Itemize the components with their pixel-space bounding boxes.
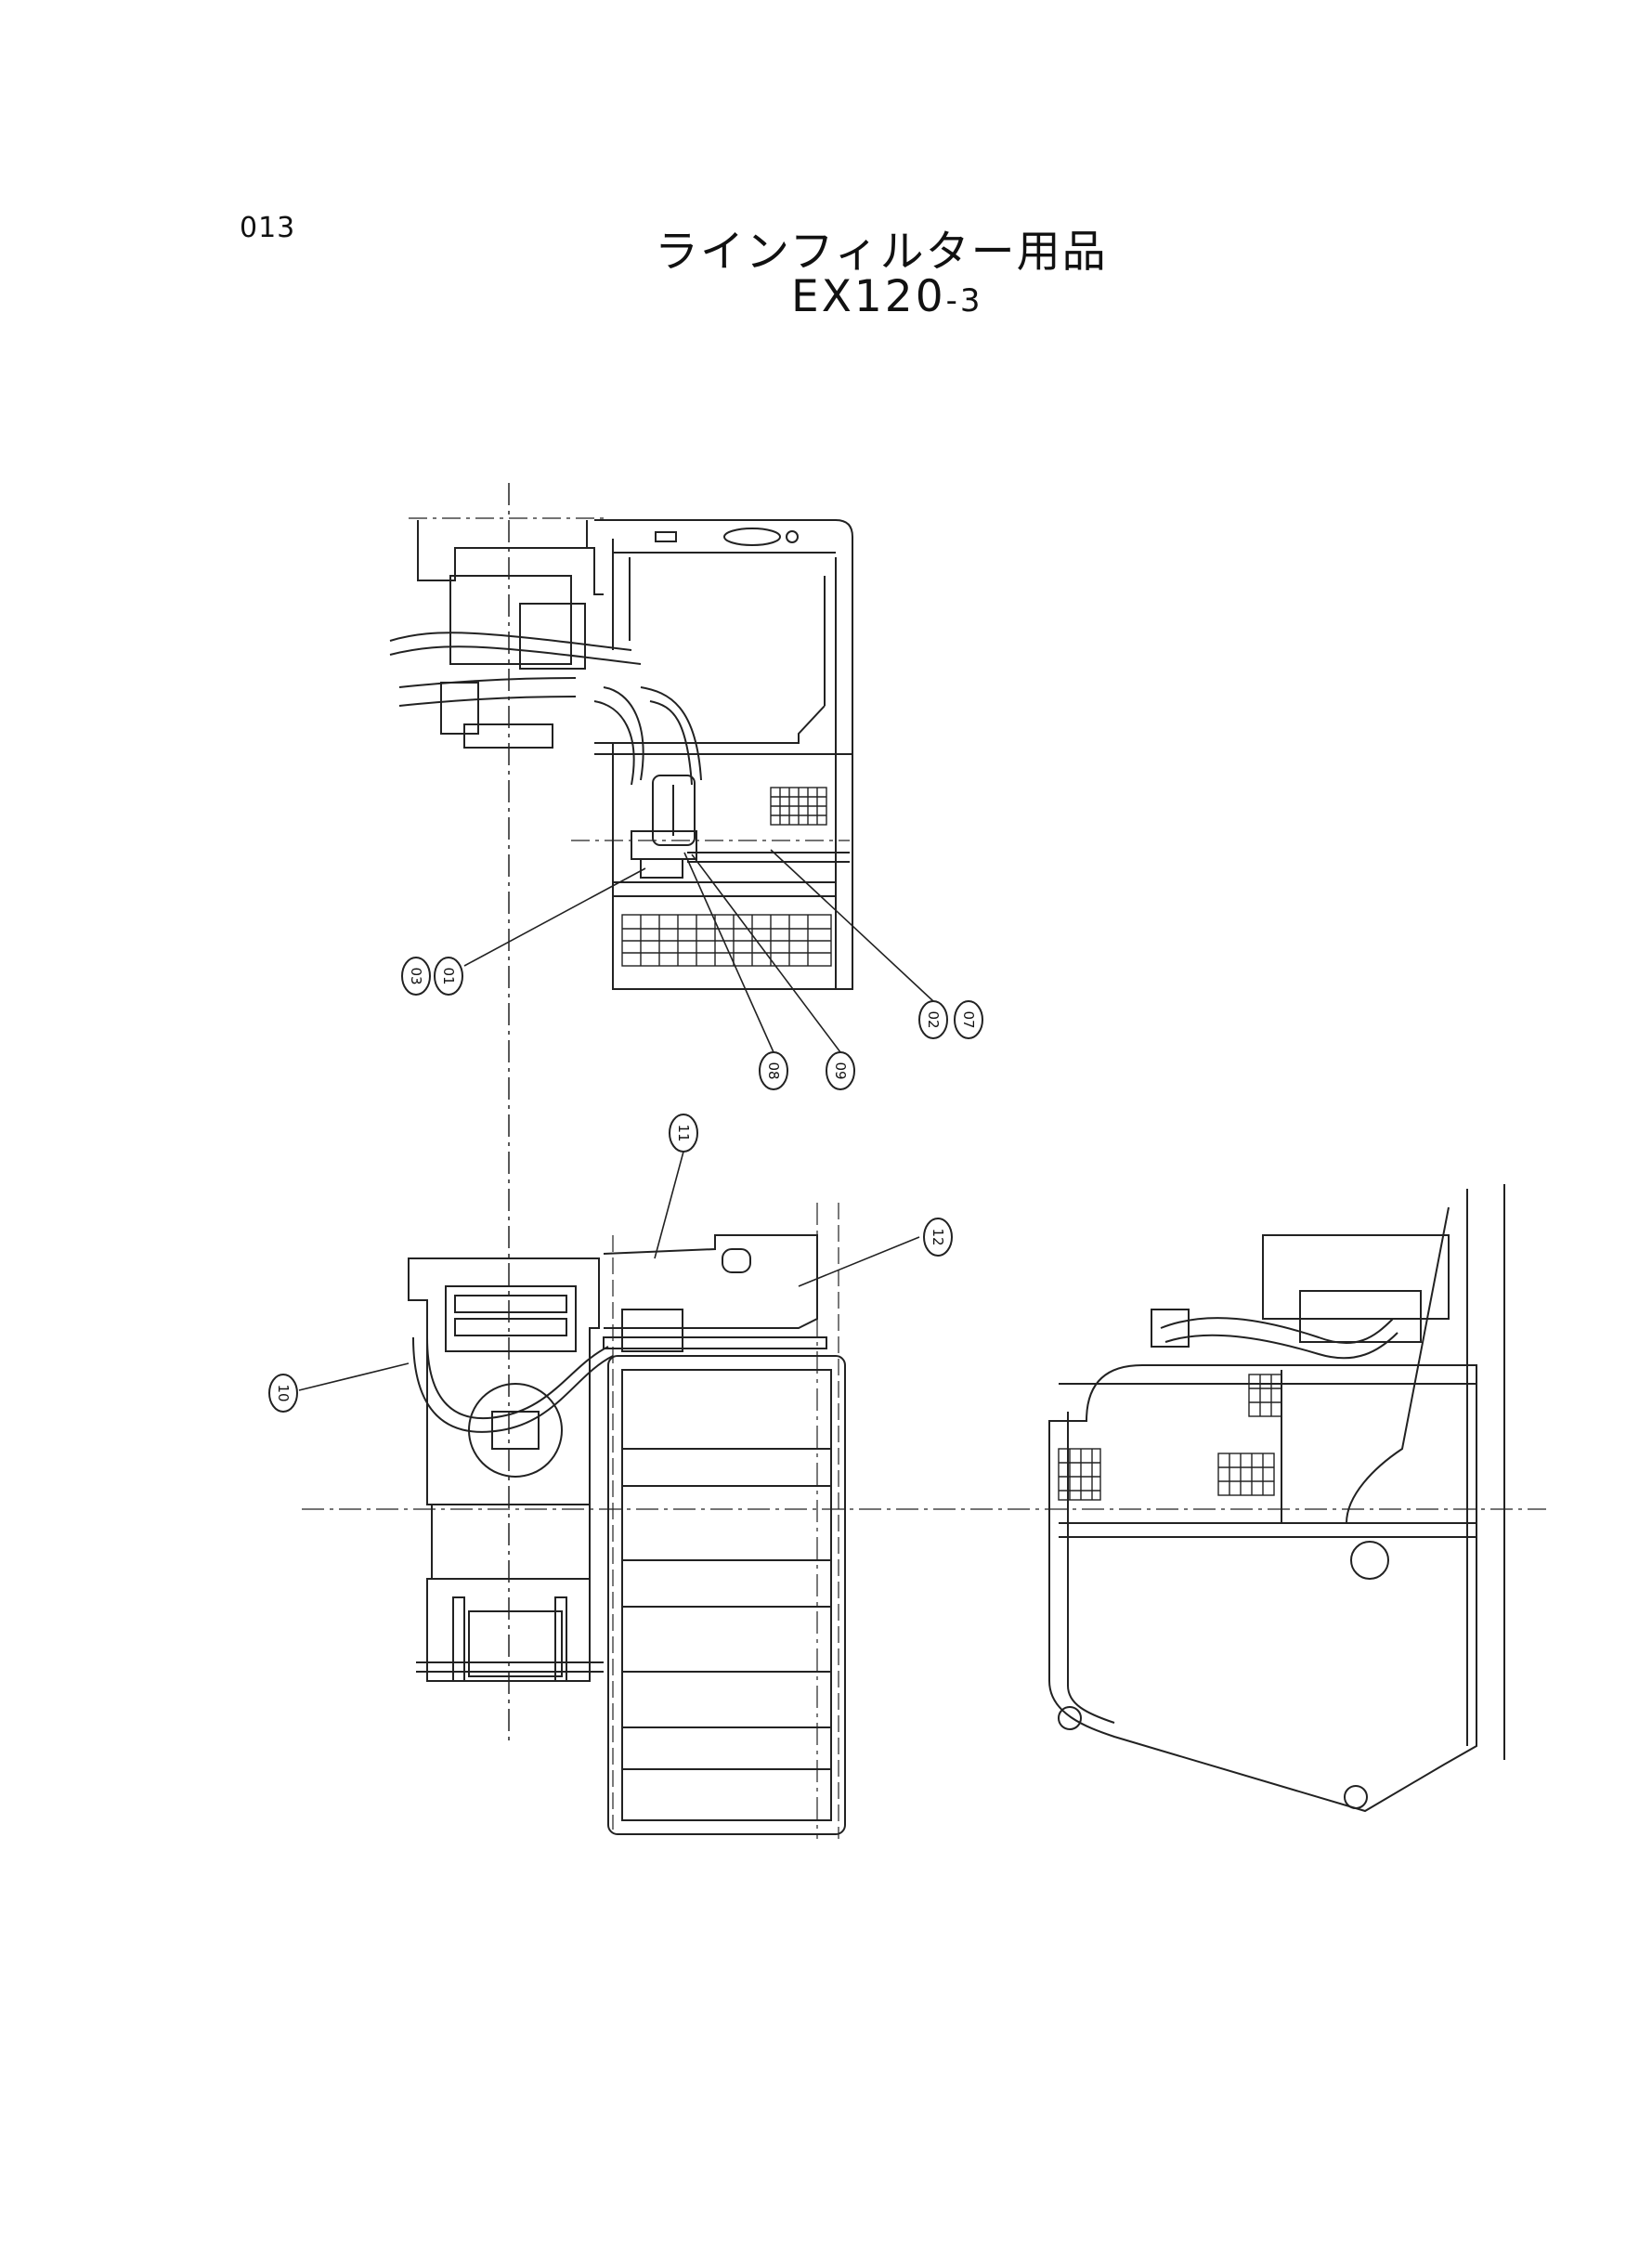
svg-text:12: 12 — [930, 1228, 946, 1245]
model-name: EX120 — [791, 271, 946, 322]
right-view-drawing — [1048, 1184, 1505, 1813]
svg-text:11: 11 — [675, 1124, 692, 1141]
svg-text:03: 03 — [408, 967, 424, 984]
leader-lines — [298, 849, 934, 1391]
svg-text:09: 09 — [832, 1062, 849, 1079]
callout-12: 12 — [923, 1218, 953, 1257]
svg-text:08: 08 — [765, 1062, 782, 1079]
callout-07: 07 — [954, 1000, 983, 1039]
svg-text:10: 10 — [275, 1384, 292, 1401]
svg-text:01: 01 — [440, 967, 457, 984]
left-view-drawing — [302, 1203, 1546, 1839]
callout-01: 01 — [434, 957, 463, 996]
svg-text:07: 07 — [960, 1010, 977, 1028]
callout-02: 02 — [918, 1000, 948, 1039]
callout-08: 08 — [759, 1051, 788, 1090]
callout-11: 11 — [669, 1114, 698, 1153]
callout-09: 09 — [826, 1051, 855, 1090]
model-suffix: -3 — [945, 282, 983, 319]
top-view-drawing — [389, 483, 853, 1746]
svg-text:02: 02 — [925, 1010, 942, 1028]
page-number: 013 — [240, 212, 296, 244]
diagram-title: ラインフィルター用品 — [655, 227, 1108, 278]
callout-10: 10 — [268, 1374, 298, 1413]
model-label: EX120-3 — [791, 271, 983, 322]
callout-bubbles: 03 01 08 09 02 07 11 12 — [268, 957, 983, 1413]
callout-03: 03 — [401, 957, 431, 996]
